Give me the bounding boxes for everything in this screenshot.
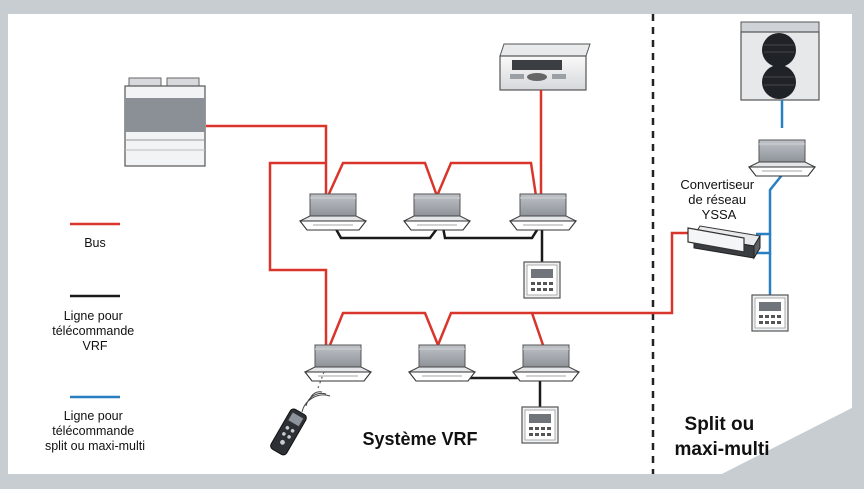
cassette-unit-icon bbox=[511, 344, 581, 382]
legend: Bus Ligne pour télécommande VRF Ligne po… bbox=[45, 222, 145, 453]
outdoor-unit-vrf-icon bbox=[124, 77, 206, 167]
section-title-split: Split ou maxi-multi bbox=[674, 414, 769, 460]
network-converter-icon bbox=[687, 225, 761, 260]
infrared-remote-icon bbox=[270, 371, 331, 456]
cassette-unit-icon bbox=[303, 344, 373, 382]
cassette-unit-icon bbox=[298, 193, 368, 231]
cassette-unit-icon bbox=[508, 193, 578, 231]
central-controller-icon bbox=[499, 43, 591, 102]
wall-remote-icon bbox=[751, 294, 789, 332]
section-title-vrf: Système VRF bbox=[362, 429, 477, 449]
converter-label: Convertiseur de réseau YSSA bbox=[680, 177, 757, 222]
legend-vrf-label: Ligne pour télécommande VRF bbox=[52, 309, 137, 353]
wall-remote-icon bbox=[523, 261, 561, 299]
cassette-unit-icon bbox=[402, 193, 472, 231]
cassette-unit-icon bbox=[747, 139, 817, 177]
wall-remote-icon bbox=[521, 406, 559, 444]
legend-split-label: Ligne pour télécommande split ou maxi-mu… bbox=[45, 409, 145, 453]
legend-bus-label: Bus bbox=[84, 236, 106, 250]
cassette-unit-icon bbox=[407, 344, 477, 382]
outdoor-unit-split-icon bbox=[740, 21, 820, 128]
